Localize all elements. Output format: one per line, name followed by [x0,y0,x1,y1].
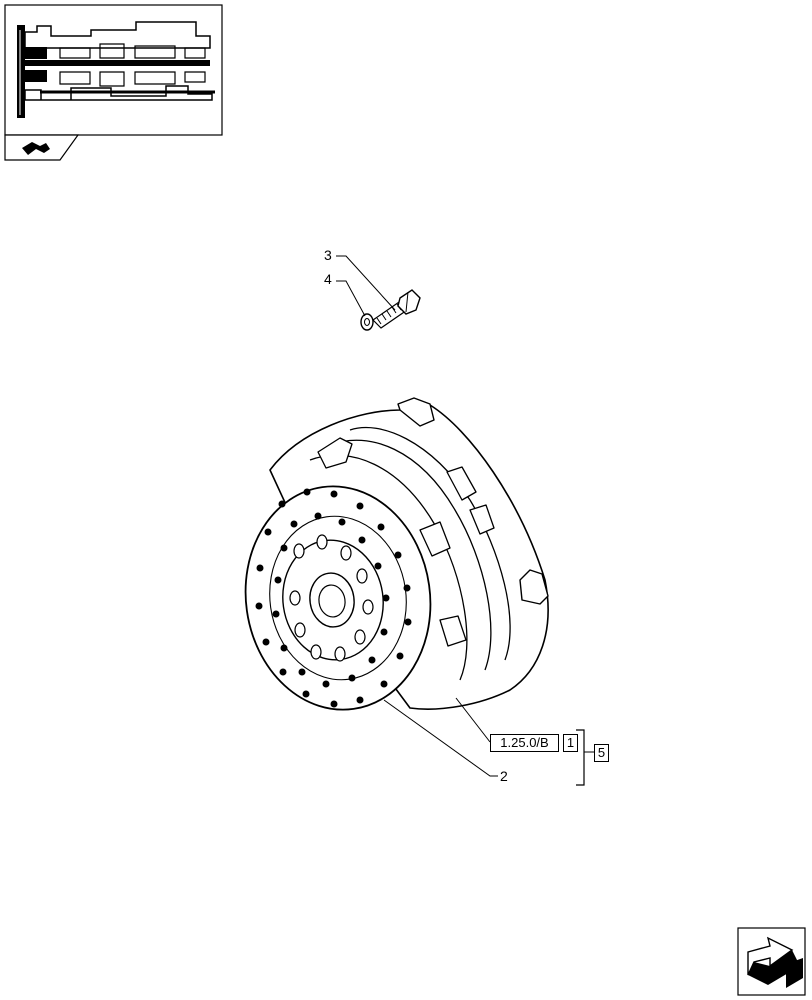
callout-3: 3 [324,247,332,263]
hub-bolt-holes [289,534,374,662]
bolt-part [372,289,421,329]
reference-index-box[interactable]: 1 [563,734,578,752]
washer-part [360,313,374,331]
reference-group-box[interactable]: 5 [594,744,609,762]
leader-line-2 [383,699,498,777]
back-arrow-icon[interactable] [22,142,50,155]
next-page-arrow-icon[interactable] [737,927,806,996]
disc-rivet-holes [255,488,412,708]
leader-line-4 [336,280,366,317]
callout-2: 2 [500,768,508,784]
group-bracket [576,729,585,786]
clutch-assembly [244,397,549,711]
leader-line-3 [336,255,396,311]
reference-code-box[interactable]: 1.25.0/B [490,734,559,752]
leader-line-reference [455,697,491,743]
callout-4: 4 [324,271,332,287]
transmission-section-thumbnail[interactable] [4,4,223,161]
